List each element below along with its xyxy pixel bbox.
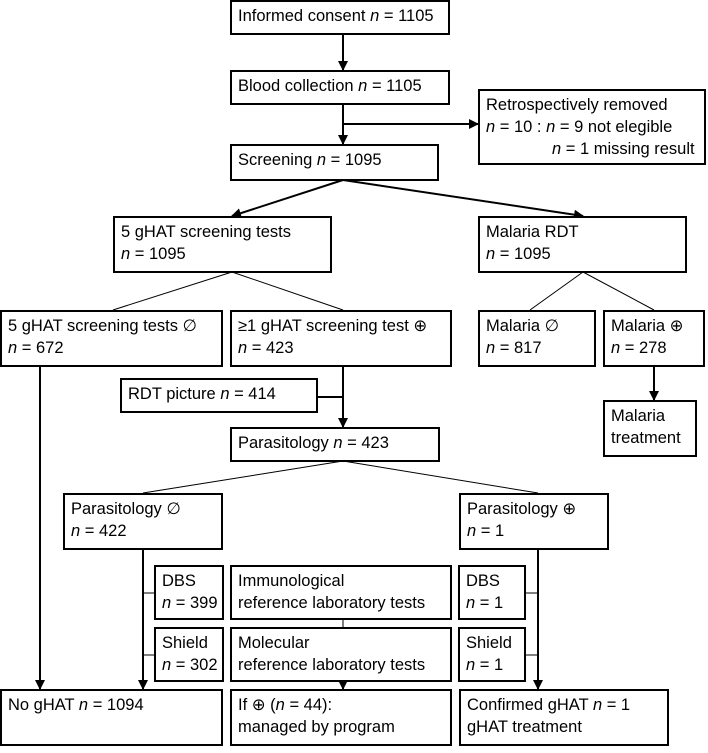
node-text-line: Blood collection n = 1105 <box>238 77 422 95</box>
node-text-line: n = 399 <box>162 594 218 612</box>
node-malaria-treatment: Malaria treatment <box>603 400 697 457</box>
node-no-ghat: No gHAT n = 1094 <box>0 689 223 746</box>
node-ghat-test-positive: ≥1 gHAT screening test ⊕ n = 423 <box>230 310 452 367</box>
split-ghat-neg <box>112 271 233 311</box>
split-par-neg <box>142 460 344 494</box>
node-text-line: treatment <box>611 429 681 447</box>
node-malaria-positive: Malaria ⊕ n = 278 <box>603 310 705 367</box>
node-text-line: 5 gHAT screening tests ∅ <box>8 317 197 335</box>
node-parasitology-negative: Parasitology ∅ n = 422 <box>63 493 223 550</box>
node-malaria-rdt: Malaria RDT n = 1095 <box>478 216 687 273</box>
node-blood-collection: Blood collection n = 1105 <box>230 70 450 105</box>
node-text-line: 5 gHAT screening tests <box>121 223 291 241</box>
node-text-line: n = 423 <box>238 339 294 357</box>
node-shield-right: Shield n = 1 <box>458 627 526 682</box>
node-ghat-screening-tests: 5 gHAT screening tests n = 1095 <box>113 216 332 273</box>
node-text-line: Shield <box>466 634 512 652</box>
node-text-line: n = 1095 <box>486 245 551 263</box>
node-dbs-right: DBS n = 1 <box>458 565 526 620</box>
node-retrospectively-removed: Retrospectively removed n = 10 : n = 9 no… <box>478 89 706 165</box>
node-text-line: n = 1 missing result <box>552 140 695 158</box>
node-parasitology: Parasitology n = 423 <box>230 427 440 462</box>
node-text-line: Immunological <box>238 572 345 590</box>
node-shield-left: Shield n = 302 <box>154 627 224 682</box>
node-dbs-left: DBS n = 399 <box>154 565 224 620</box>
node-text-line: If ⊕ (n = 44): <box>238 696 333 714</box>
node-text-line: No gHAT n = 1094 <box>8 696 144 714</box>
node-text-line: n = 1 <box>467 522 505 540</box>
node-text-line: n = 1 <box>466 594 504 612</box>
node-text-line: Malaria ⊕ <box>611 317 684 335</box>
node-text-line: n = 10 : n = 9 not elegible <box>486 118 673 136</box>
node-immunological-tests: Immunological reference laboratory tests <box>230 565 452 620</box>
node-text-line: n = 278 <box>611 339 667 357</box>
node-text-line: Parasitology n = 423 <box>238 434 389 452</box>
node-text-line: Confirmed gHAT n = 1 <box>467 696 631 714</box>
split-par-pos <box>342 460 539 494</box>
split-ghat-pos <box>231 271 344 311</box>
node-text-line: Malaria ∅ <box>486 317 560 335</box>
node-text-line: n = 302 <box>162 656 218 674</box>
node-text-line: managed by program <box>238 718 395 736</box>
arrow-screening-ghat <box>231 179 344 218</box>
node-text-line: Screening n = 1095 <box>238 151 382 169</box>
node-text-line: Molecular <box>238 634 310 652</box>
node-text-line: n = 817 <box>486 339 542 357</box>
node-text-line: DBS <box>162 572 196 590</box>
node-text-line: ≥1 gHAT screening test ⊕ <box>238 317 428 335</box>
node-text-line: Retrospectively removed <box>486 96 668 114</box>
node-if-positive: If ⊕ (n = 44): managed by program <box>230 689 452 746</box>
node-text-line: gHAT treatment <box>467 718 582 736</box>
node-text-line: Malaria <box>611 407 666 425</box>
node-molecular-tests: Molecular reference laboratory tests <box>230 627 452 682</box>
node-confirmed-ghat: Confirmed gHAT n = 1 gHAT treatment <box>459 689 669 746</box>
node-informed-consent: Informed consent n = 1105 <box>230 0 450 35</box>
node-malaria-negative: Malaria ∅ n = 817 <box>478 310 596 367</box>
node-text-line: RDT picture n = 414 <box>128 385 276 403</box>
node-rdt-picture: RDT picture n = 414 <box>120 378 318 413</box>
node-text-line: reference laboratory tests <box>238 656 426 674</box>
node-text-line: reference laboratory tests <box>238 594 426 612</box>
node-text-line: Malaria RDT <box>486 223 579 241</box>
node-text-line: n = 1 <box>466 656 504 674</box>
node-text-line: n = 422 <box>71 522 127 540</box>
split-mal-pos <box>582 271 655 311</box>
node-text-line: DBS <box>466 572 500 590</box>
node-screening: Screening n = 1095 <box>230 144 439 181</box>
node-text-line: Informed consent n = 1105 <box>238 7 434 25</box>
split-mal-neg <box>529 271 584 311</box>
node-parasitology-positive: Parasitology ⊕ n = 1 <box>459 493 609 550</box>
node-text-line: Parasitology ∅ <box>71 500 181 518</box>
arrow-screening-malaria <box>342 179 584 220</box>
node-ghat-tests-negative: 5 gHAT screening tests ∅ n = 672 <box>0 310 223 367</box>
node-text-line: Parasitology ⊕ <box>467 500 577 518</box>
node-text-line: n = 672 <box>8 339 64 357</box>
node-text-line: Shield <box>162 634 208 652</box>
node-text-line: n = 1095 <box>121 245 186 263</box>
